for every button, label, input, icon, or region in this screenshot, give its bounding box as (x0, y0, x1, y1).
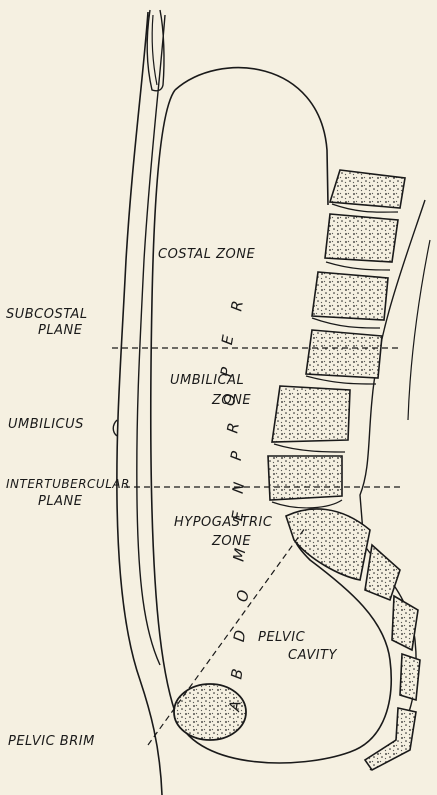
pelvic-cavity-label-2: CAVITY (288, 648, 337, 663)
abdomen-letter-d: D (232, 628, 249, 643)
abdomen-letter-b: B (229, 667, 246, 681)
vertebra-2 (325, 214, 398, 262)
abdomen-letter-a: A (227, 699, 244, 713)
proper-letter-r2: R (229, 299, 246, 313)
xiphoid-inner (152, 15, 157, 85)
pubic-bone (174, 684, 246, 740)
hypogastric-zone-label-1: HYPOGASTRIC (174, 515, 272, 530)
vertebral-column (268, 170, 420, 770)
sacral-segment-1 (365, 545, 400, 600)
cavity-outline (175, 68, 328, 205)
intertubercular-plane-label-2: PLANE (38, 494, 82, 509)
sacral-segment-2 (392, 596, 418, 650)
vertebra-4 (306, 330, 382, 378)
abdomen-letter-o: O (235, 588, 252, 603)
cavity-front (151, 90, 178, 720)
vertebra-1 (330, 170, 405, 208)
sacrum (286, 509, 370, 580)
hypogastric-zone-label-2: ZONE (212, 534, 251, 549)
subcostal-plane-label-1: SUBCOSTAL (6, 307, 88, 322)
umbilical-zone-label-2: ZONE (212, 393, 251, 408)
abdominal-wall-outer (117, 12, 162, 795)
umbilical-zone-label-1: UMBILICAL (170, 373, 244, 388)
umbilicus-notch (113, 420, 117, 436)
back-outer-line (408, 240, 430, 420)
costal-zone-label: COSTAL ZONE (158, 247, 255, 262)
abdomen-letter-n: N (231, 480, 248, 495)
pelvic-cavity-label-1: PELVIC (258, 630, 305, 645)
subcostal-plane-label-2: PLANE (38, 323, 82, 338)
pelvic-brim-label: PELVIC BRIM (8, 734, 95, 749)
vertebra-3 (312, 272, 388, 320)
proper-letter-r1: R (225, 421, 242, 435)
sacral-segment-3 (400, 654, 420, 700)
vertebra-6 (268, 456, 342, 500)
coccyx (365, 708, 416, 770)
intertubercular-plane-label-1: INTERTUBERCULAR (6, 477, 130, 492)
umbilicus-label: UMBILICUS (8, 417, 84, 432)
vertebra-5 (272, 386, 350, 442)
